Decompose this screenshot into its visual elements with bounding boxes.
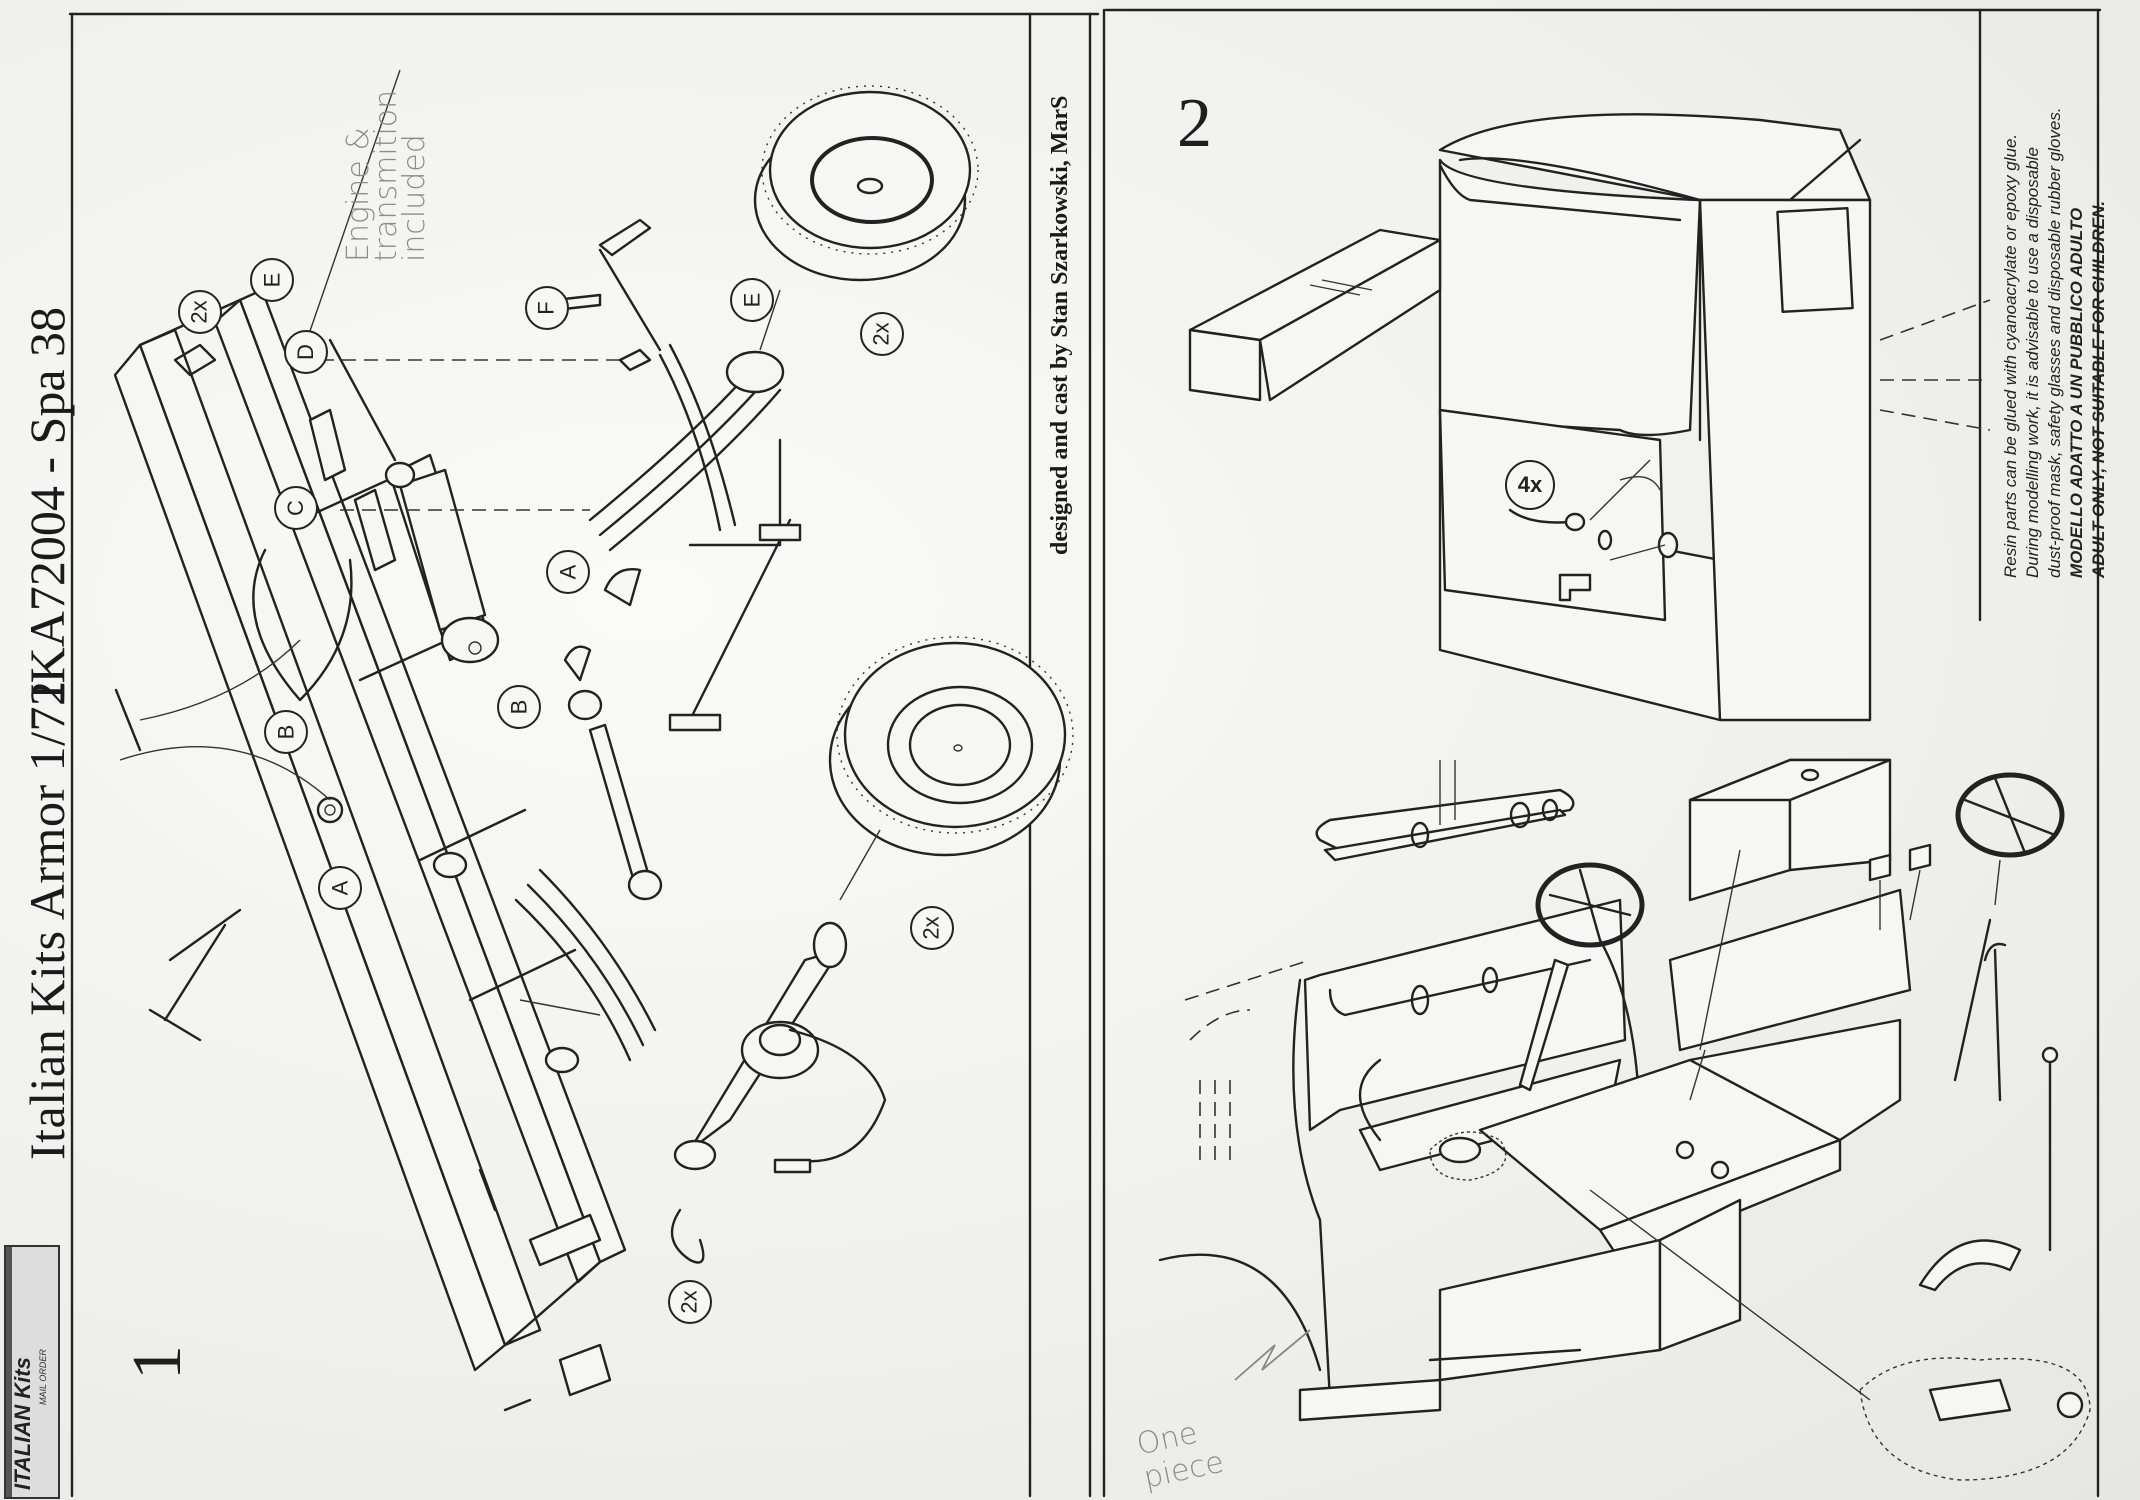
fuel-tank (1688, 758, 1892, 902)
step-2-number: 2 (1177, 85, 1212, 162)
logo-sub-text: ITALIAN (10, 1404, 35, 1490)
drive-shaft (563, 645, 663, 901)
callout-f: F (525, 286, 569, 330)
callout-e-top: E (250, 258, 294, 302)
callout-b-engine: B (497, 685, 541, 729)
callout-label: 2x (187, 300, 212, 324)
product-code: IKA72004 - Spa 38 (19, 306, 75, 700)
callout-label: A (327, 880, 352, 896)
callout-a-right: A (546, 550, 590, 594)
callout-2x-wheel-top: 2x (860, 312, 904, 356)
callout-label: D (292, 344, 318, 360)
warning-english: ADULT ONLY, NOT SUITABLE FOR CHILDREN. (2089, 200, 2108, 578)
callout-e-wheel: E (730, 278, 774, 322)
callout-label: 4x (1517, 472, 1543, 497)
step-1-number: 1 (119, 1345, 196, 1380)
callout-label: 2x (919, 916, 944, 940)
callout-d: D (284, 330, 328, 374)
warning-line-2: During modelling work, it is advisable t… (2023, 147, 2042, 578)
callout-label: 2x (869, 322, 894, 346)
warning-line-1: Resin parts can be glued with cyanoacryl… (2001, 133, 2020, 578)
brand-title: Italian Kits Armor 1/72 (19, 680, 75, 1161)
cab-body (1438, 113, 1991, 722)
gear-levers (1589, 942, 2091, 1481)
logo-main-text: ITALIAN Kits (10, 1357, 36, 1490)
cab-floor (1298, 1018, 1902, 1422)
callout-4x: 4x (1505, 460, 1555, 510)
rear-suspension (432, 851, 657, 1074)
steering-wheel-installed (1518, 862, 1645, 1092)
callout-2x-hook: 2x (668, 1280, 712, 1324)
logo-kits-text: Kits (10, 1357, 35, 1399)
front-suspension (299, 69, 802, 732)
callout-c: C (274, 486, 318, 530)
small-parts (114, 218, 705, 1412)
dashboard-assembly (1292, 760, 1642, 1402)
callout-label: C (282, 500, 308, 516)
warning-italian: MODELLO ADATTO A UN PUBBLICO ADULTO (2067, 207, 2086, 578)
callout-label: F (533, 301, 559, 315)
callout-b-frame: B (264, 710, 308, 754)
pencil-scribble (1234, 1329, 1311, 1381)
callout-label: 2x (677, 1290, 702, 1314)
wheel-rear (828, 636, 1074, 901)
designer-credit: designed and cast by Stan Szarkowski, Ma… (1047, 95, 1073, 555)
chassis-frame (113, 288, 627, 1372)
callout-label: B (506, 699, 531, 715)
callout-2x-wheel-rear: 2x (910, 906, 954, 950)
callout-a-frame: A (318, 866, 362, 910)
spare-wheel-top (753, 85, 979, 351)
engine-block (308, 338, 650, 664)
rear-axle (673, 921, 887, 1174)
callout-2x-top: 2x (178, 290, 222, 334)
fender (1158, 959, 1322, 1372)
logo-tagline: MAIL ORDER (38, 1349, 48, 1405)
door-handles (1508, 459, 1679, 602)
bench-seat (1188, 228, 1442, 402)
italian-kits-logo (4, 1245, 60, 1499)
callout-label: B (273, 724, 298, 740)
floor-panel (1668, 843, 1932, 1101)
safety-warning: Resin parts can be glued with cyanoacryl… (2000, 107, 2110, 578)
warning-line-3: dust-proof mask, safety glasses and disp… (2045, 107, 2064, 578)
callout-label: E (259, 272, 284, 288)
callout-label: E (739, 292, 764, 308)
callout-label: A (555, 564, 580, 580)
handwritten-note-engine: Engine & transmition included (341, 89, 432, 262)
steering-wheel-part (1953, 772, 2065, 1082)
